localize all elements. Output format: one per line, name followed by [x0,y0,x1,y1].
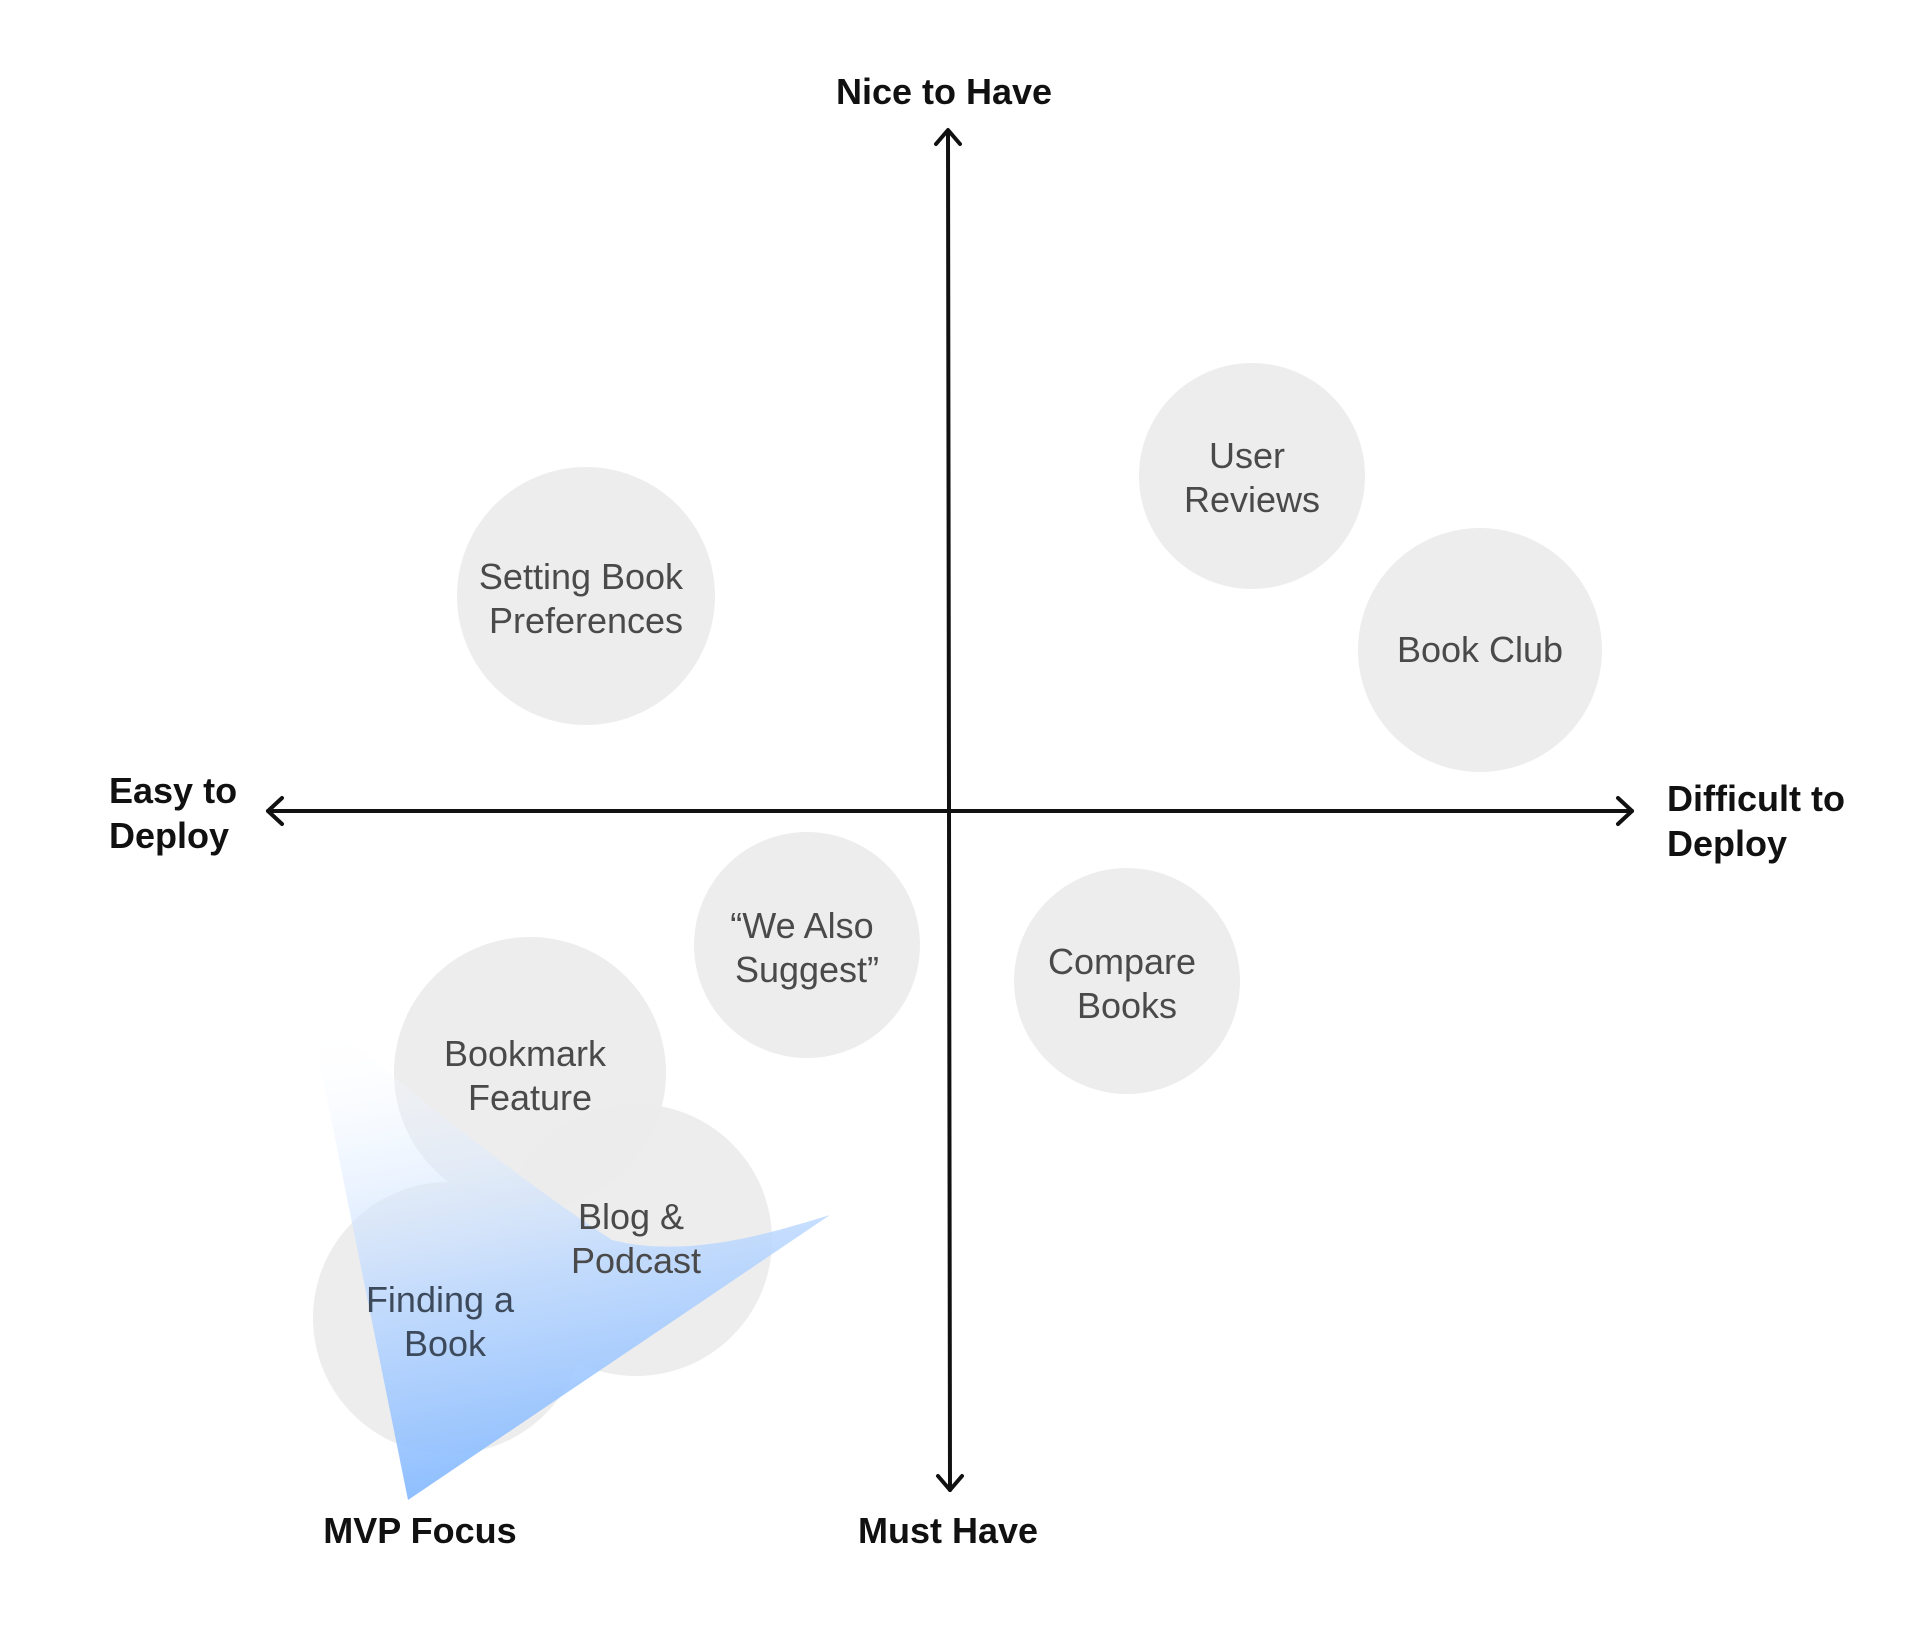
label-bookmark-feature: Bookmark Feature [444,1033,616,1118]
axis-label-right-line-1: Difficult to [1667,778,1845,819]
label-finding-a-book: Finding a Book [366,1279,524,1364]
label-we-also-suggest: “We Also Suggest” [730,905,883,990]
bubble-we-also-suggest [694,832,920,1058]
mvp-focus-wedge [308,1005,830,1500]
axis-label-right-line-2: Deploy [1667,823,1787,864]
axis-label-left-line-2: Deploy [109,815,229,856]
bubble-setting-book-preferences [457,467,715,725]
label-user-reviews: User Reviews [1184,435,1320,520]
bubble-book-club [1358,528,1602,772]
bottom-arrowhead-icon [936,1474,964,1492]
label-setting-book-preferences: Setting Book Preferences [479,556,693,641]
axis-label-left: Easy to Deploy [109,770,247,856]
bubble-user-reviews [1139,363,1365,589]
bubble-labels: User Reviews Book Club Setting Book Pref… [366,435,1563,1364]
right-arrowhead-icon [1616,796,1634,826]
axis-label-top: Nice to Have [836,71,1052,112]
axes [266,128,1634,1492]
axis-label-left-line-1: Easy to [109,770,237,811]
axis-label-right: Difficult to Deploy [1667,778,1855,864]
label-blog-and-podcast: Blog & Podcast [571,1196,701,1281]
axis-label-bottom: Must Have [858,1510,1038,1551]
top-arrowhead-icon [934,128,962,146]
mvp-focus-label: MVP Focus [323,1510,516,1551]
label-compare-books: Compare Books [1048,941,1206,1026]
left-arrowhead-icon [266,796,284,826]
label-book-club: Book Club [1397,629,1563,670]
bubble-compare-books [1014,868,1240,1094]
